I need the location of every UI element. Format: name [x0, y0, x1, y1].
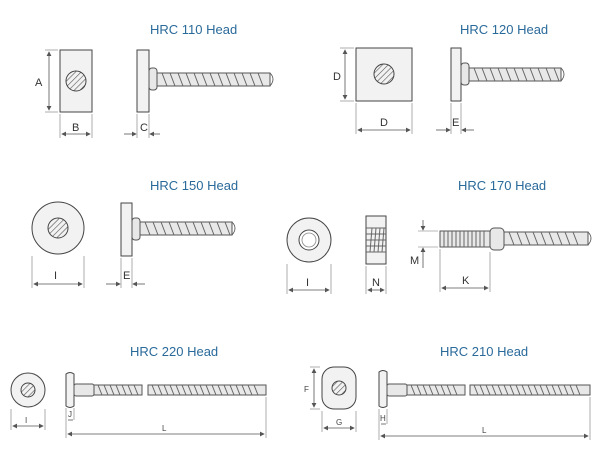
rebar-ribs	[473, 67, 560, 82]
dim-label-j: J	[68, 410, 72, 419]
dim-label-c: C	[140, 122, 148, 134]
dim-label-a: A	[35, 77, 43, 89]
dim-label-l: L	[162, 424, 167, 433]
rebar-ribs	[97, 384, 139, 396]
bar-section	[20, 382, 36, 398]
nut-thread	[366, 227, 386, 253]
panel-title: HRC 110 Head	[150, 22, 237, 37]
rebar-ribs	[144, 221, 231, 236]
bar-section	[331, 380, 347, 396]
dim-label-i: I	[306, 277, 309, 289]
rebar-ribs	[161, 72, 264, 87]
head-side-view	[120, 202, 133, 257]
dim-label-n: N	[372, 277, 380, 289]
panel-title: HRC 170 Head	[458, 178, 546, 193]
panel-title: HRC 150 Head	[150, 178, 238, 193]
rebar-ribs	[508, 231, 579, 246]
dim-label-d-horizontal: D	[380, 117, 388, 129]
panel-title: HRC 120 Head	[460, 22, 548, 37]
dim-label-e: E	[123, 270, 130, 282]
dim-label-e: E	[452, 117, 459, 129]
panel-title: HRC 210 Head	[440, 344, 528, 359]
dim-label-i: I	[54, 270, 57, 282]
bar-section	[373, 63, 395, 85]
dim-label-d-vertical: D	[333, 71, 341, 83]
dim-label-b: B	[72, 122, 79, 134]
rebar-ribs	[410, 384, 458, 396]
forged-head-side-view	[65, 372, 75, 408]
panel-hrc110: HRC 110 Head A B C	[35, 22, 274, 138]
dim-label-g: G	[336, 418, 342, 427]
plate-side-view	[136, 49, 150, 113]
plate-side-view	[450, 47, 462, 102]
panel-hrc210: HRC 210 Head F G H L	[304, 344, 591, 440]
panel-hrc170: HRC 170 Head I N	[286, 178, 592, 294]
bar-section	[47, 217, 69, 239]
dim-label-m: M	[410, 255, 419, 267]
panel-title: HRC 220 Head	[130, 344, 218, 359]
forged-head-side-view	[378, 370, 388, 408]
dim-label-i: I	[25, 416, 27, 425]
panel-hrc120: HRC 120 Head D D E	[333, 22, 565, 134]
panel-hrc220: HRC 220 Head I J L	[10, 344, 267, 438]
dim-label-h: H	[380, 414, 386, 423]
dim-label-f: F	[304, 385, 309, 394]
dim-label-l: L	[482, 426, 487, 435]
bar-section	[65, 70, 87, 92]
panel-hrc150: HRC 150 Head I E	[31, 178, 238, 288]
dim-label-k: K	[462, 275, 470, 287]
